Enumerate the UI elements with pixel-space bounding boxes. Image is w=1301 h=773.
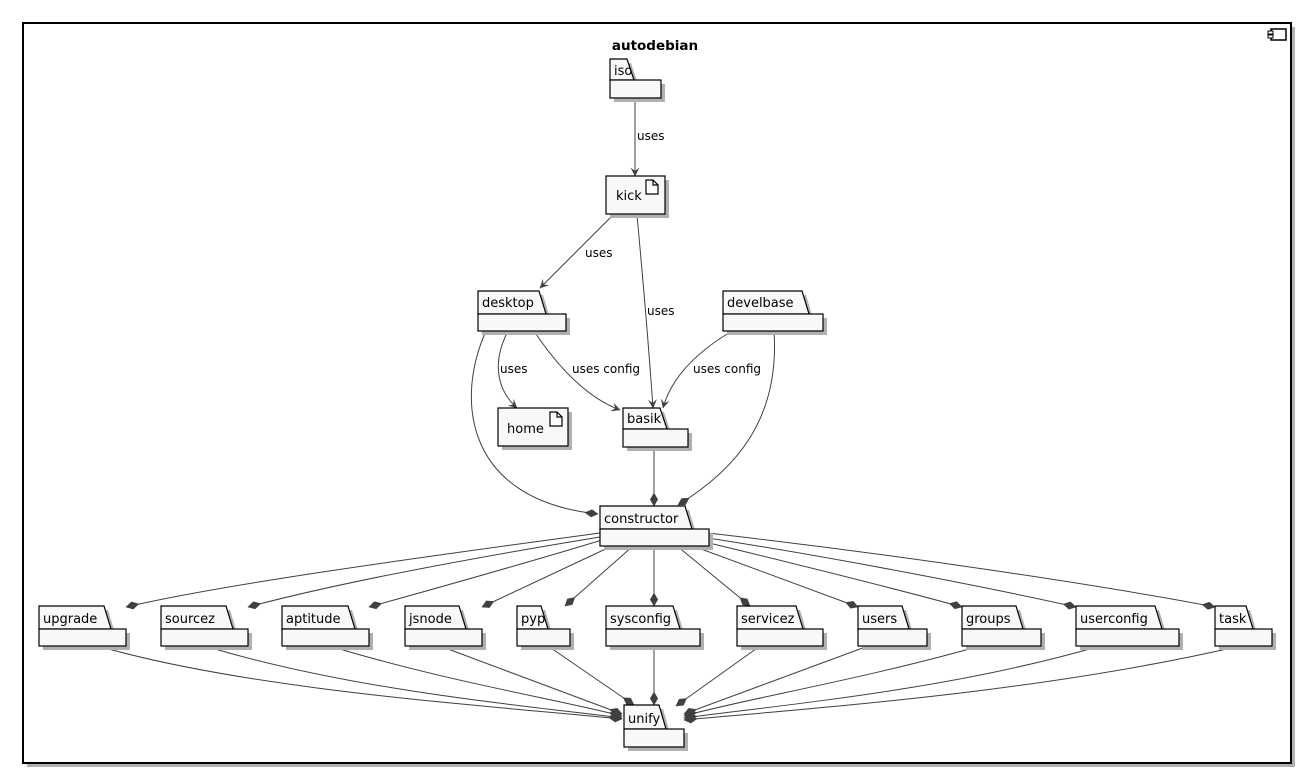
package-label-unify: unify bbox=[628, 712, 660, 727]
edge-label-kick-basik: uses bbox=[647, 304, 675, 318]
artifact-label-home: home bbox=[507, 422, 544, 437]
edge-kick-desktop bbox=[539, 214, 614, 289]
edge-label-iso-kick: uses bbox=[637, 129, 665, 143]
package-task: task bbox=[1214, 605, 1276, 650]
package-upgrade: upgrade bbox=[38, 605, 130, 650]
package-label-basik: basik bbox=[627, 412, 662, 427]
package-label-sysconfig: sysconfig bbox=[610, 612, 671, 627]
edge-pyp-unify bbox=[547, 645, 635, 706]
package-label-userconfig: userconfig bbox=[1080, 612, 1148, 627]
package-develbase: develbase bbox=[722, 290, 827, 335]
package-constructor: constructor bbox=[599, 505, 713, 550]
edge-desktop-basik bbox=[533, 330, 621, 412]
edge-groups-unify bbox=[683, 645, 981, 719]
edge-constructor-pyp bbox=[564, 545, 634, 607]
edge-jsnode-unify bbox=[439, 645, 623, 716]
edge-label-desktop-basik: uses config bbox=[572, 362, 640, 376]
package-pyp: pyp bbox=[516, 605, 574, 650]
artifact-home: home bbox=[497, 407, 572, 450]
package-label-sourcez: sourcez bbox=[165, 612, 215, 627]
edge-sourcez-unify bbox=[204, 645, 623, 722]
package-label-aptitude: aptitude bbox=[286, 612, 341, 627]
edges bbox=[97, 98, 1241, 724]
frame-title: autodebian bbox=[612, 38, 698, 54]
package-label-constructor: constructor bbox=[604, 512, 679, 527]
edge-task-unify bbox=[683, 645, 1241, 724]
edge-userconfig-unify bbox=[683, 645, 1101, 722]
edge-label-kick-desktop: uses bbox=[585, 246, 613, 260]
edge-constructor-sourcez bbox=[247, 536, 601, 610]
edge-label-desktop-home: uses bbox=[500, 362, 528, 376]
package-label-users: users bbox=[862, 612, 897, 627]
edge-constructor-upgrade bbox=[125, 532, 601, 610]
package-sysconfig: sysconfig bbox=[605, 605, 704, 650]
edge-constructor-task bbox=[707, 532, 1216, 610]
package-aptitude: aptitude bbox=[281, 605, 373, 650]
package-jsnode: jsnode bbox=[404, 605, 486, 650]
edge-constructor-userconfig bbox=[707, 537, 1077, 610]
package-sourcez: sourcez bbox=[160, 605, 252, 650]
document-icon bbox=[549, 411, 563, 427]
package-servicez: servicez bbox=[736, 605, 827, 650]
package-label-desktop: desktop bbox=[482, 296, 534, 311]
edge-upgrade-unify bbox=[97, 645, 623, 723]
package-label-upgrade: upgrade bbox=[43, 612, 97, 627]
package-label-task: task bbox=[1219, 612, 1247, 627]
edge-aptitude-unify bbox=[329, 645, 623, 719]
package-label-pyp: pyp bbox=[521, 612, 545, 627]
edge-constructor-jsnode bbox=[481, 545, 613, 608]
package-userconfig: userconfig bbox=[1075, 605, 1183, 650]
edge-develbase-basik bbox=[660, 330, 733, 409]
package-label-groups: groups bbox=[966, 612, 1011, 627]
package-users: users bbox=[857, 605, 931, 650]
edge-kick-basik bbox=[636, 214, 657, 409]
edge-desktop-constructor bbox=[470, 330, 599, 518]
edge-constructor-users bbox=[692, 545, 859, 609]
package-desktop: desktop bbox=[477, 290, 570, 335]
component-icon bbox=[1267, 28, 1287, 41]
package-basik: basik bbox=[622, 407, 692, 451]
edge-constructor-aptitude bbox=[368, 539, 603, 610]
edge-constructor-groups bbox=[704, 541, 963, 610]
package-unify: unify bbox=[623, 704, 688, 751]
package-label-develbase: develbase bbox=[727, 296, 794, 311]
package-label-jsnode: jsnode bbox=[408, 612, 452, 627]
package-groups: groups bbox=[961, 605, 1045, 650]
edge-constructor-servicez bbox=[676, 545, 751, 607]
artifact-kick: kick bbox=[605, 175, 669, 218]
package-iso: iso bbox=[609, 58, 665, 102]
edge-develbase-constructor bbox=[677, 330, 776, 506]
package-label-servicez: servicez bbox=[741, 612, 795, 627]
package-label-iso: iso bbox=[614, 64, 632, 79]
edge-desktop-home bbox=[497, 330, 518, 409]
artifact-label-kick: kick bbox=[616, 189, 642, 204]
edge-servicez-unify bbox=[675, 645, 761, 707]
edge-labels: uses uses uses uses uses config uses con… bbox=[500, 129, 761, 376]
edge-label-develbase-basik: uses config bbox=[693, 362, 761, 376]
edge-users-unify bbox=[683, 645, 869, 716]
document-icon bbox=[645, 179, 659, 195]
